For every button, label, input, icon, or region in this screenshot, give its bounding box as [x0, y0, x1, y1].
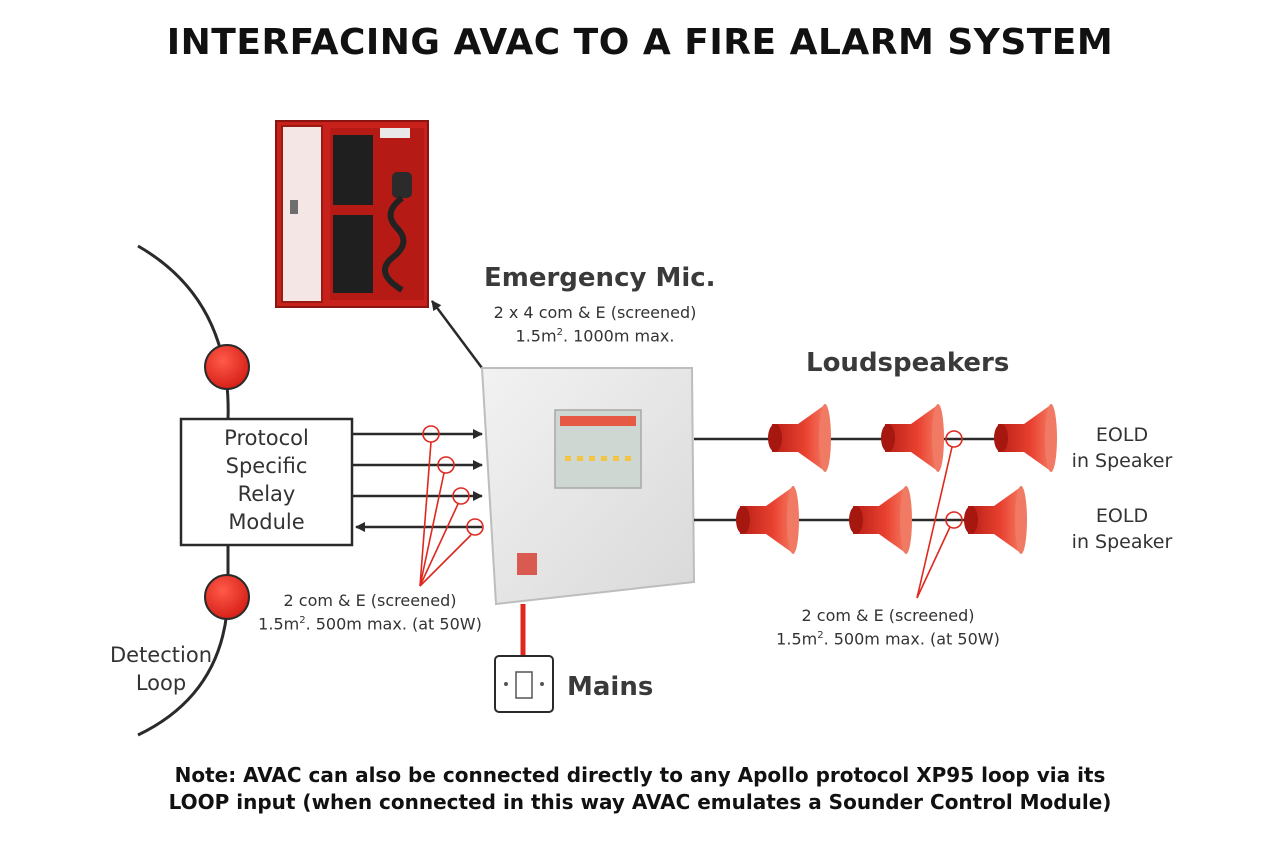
- relay-module-line3: Relay: [237, 482, 296, 506]
- relay-cable-callouts: [419, 425, 484, 587]
- detection-loop-line2: Loop: [135, 671, 187, 695]
- speaker-cable-spec: 2 com & E (screened) 1.5m2. 500m max. (a…: [758, 606, 1018, 649]
- speaker-cable-callouts: [916, 430, 963, 599]
- loop-device-bottom: [204, 574, 250, 620]
- relay-module-line2: Specific: [225, 454, 308, 478]
- speaker-cable-line1: 2 com & E (screened): [801, 606, 975, 625]
- relay-module-line4: Module: [228, 510, 305, 534]
- mains-switch: [494, 655, 554, 713]
- loudspeakers-label: Loudspeakers: [806, 348, 1010, 378]
- loudspeaker-3: [994, 404, 1057, 472]
- speaker-cable-length-unit: 1.5m: [776, 629, 818, 649]
- mic-cable-line2: 1.5m2. 1000m max.: [470, 323, 720, 346]
- eold-label-top: EOLD in Speaker: [1058, 422, 1186, 474]
- relay-cable-spec: 2 com & E (screened) 1.5m2. 500m max. (a…: [240, 591, 500, 634]
- relay-cable-line1: 2 com & E (screened): [283, 591, 457, 610]
- relay-module-label: Protocol Specific Relay Module: [181, 424, 352, 536]
- mic-cable-sup: 2: [556, 327, 563, 338]
- mic-cable-line1: 2 x 4 com & E (screened): [493, 303, 697, 322]
- loudspeaker-2: [881, 404, 944, 472]
- footnote-line1: Note: AVAC can also be connected directl…: [174, 763, 1106, 787]
- emergency-mic-cabinet: [275, 120, 429, 308]
- mains-label: Mains: [567, 672, 654, 702]
- relay-module-line1: Protocol: [224, 426, 309, 450]
- relay-cable-sup: 2: [299, 615, 306, 626]
- emergency-mic-label: Emergency Mic.: [484, 263, 716, 293]
- loudspeaker-5: [849, 486, 912, 554]
- loudspeaker-1: [768, 404, 831, 472]
- speaker-cable-sup: 2: [817, 630, 824, 641]
- footnote-line2: LOOP input (when connected in this way A…: [168, 790, 1112, 814]
- eold-top-line2: in Speaker: [1071, 450, 1173, 472]
- loudspeaker-4: [736, 486, 799, 554]
- loop-device-top: [204, 344, 250, 390]
- eold-bottom-line2: in Speaker: [1071, 531, 1173, 553]
- detection-loop-line1: Detection: [109, 643, 213, 667]
- emergency-mic-cable-spec: 2 x 4 com & E (screened) 1.5m2. 1000m ma…: [470, 303, 720, 346]
- mic-cable-length-unit: 1.5m: [515, 326, 557, 346]
- eold-label-bottom: EOLD in Speaker: [1058, 503, 1186, 555]
- loudspeaker-6: [964, 486, 1027, 554]
- speaker-cable-line2: 1.5m2. 500m max. (at 50W): [758, 626, 1018, 649]
- diagram-title: INTERFACING AVAC TO A FIRE ALARM SYSTEM: [166, 22, 1114, 63]
- relay-cable-max: . 500m max. (at 50W): [305, 614, 482, 634]
- speaker-cable-max: . 500m max. (at 50W): [823, 629, 1000, 649]
- relay-cable-length-unit: 1.5m: [258, 614, 300, 634]
- relay-cable-line2: 1.5m2. 500m max. (at 50W): [240, 611, 500, 634]
- mic-arrow: [430, 300, 484, 369]
- eold-bottom-line1: EOLD: [1095, 505, 1149, 527]
- avac-panel: [480, 367, 696, 606]
- detection-loop-label: Detection Loop: [102, 641, 220, 697]
- eold-top-line1: EOLD: [1095, 424, 1149, 446]
- footnote: Note: AVAC can also be connected directl…: [0, 762, 1280, 816]
- relay-module-box: [179, 417, 354, 547]
- mic-cable-max: . 1000m max.: [562, 326, 675, 346]
